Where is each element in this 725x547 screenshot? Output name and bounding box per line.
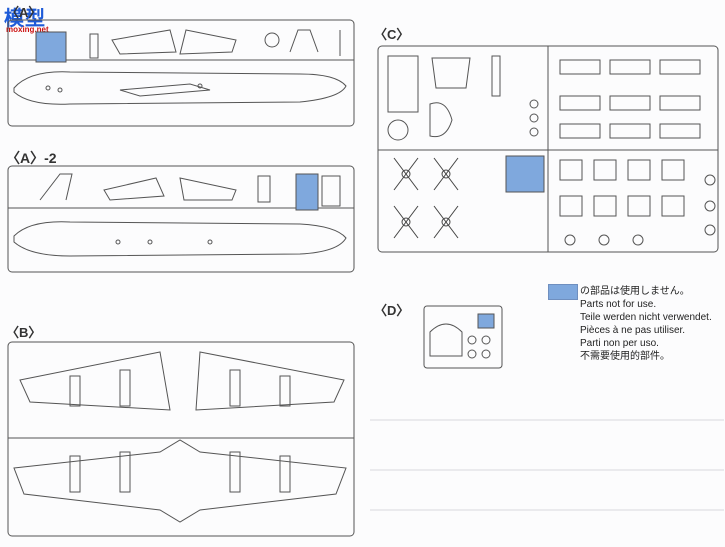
sprue-b-frame bbox=[7, 341, 355, 537]
legend-fr: Pièces à ne pas utiliser. bbox=[580, 325, 686, 336]
fuselage-half-a bbox=[13, 71, 347, 105]
logo-text: 模型 bbox=[4, 6, 46, 30]
legend-en: Parts not for use. bbox=[580, 299, 657, 310]
section-label-a2: 〈A〉-2 bbox=[6, 150, 57, 166]
sprue-d-frame bbox=[423, 305, 503, 369]
sprue-a-frame bbox=[7, 19, 355, 127]
legend-swatch bbox=[548, 284, 578, 300]
legend-de: Teile werden nicht verwendet. bbox=[580, 312, 712, 323]
sprue-a-part-highlight bbox=[35, 31, 67, 63]
sprue-a2-part-highlight bbox=[295, 173, 319, 211]
sprue-a2-frame bbox=[7, 165, 355, 273]
wing-upper-left bbox=[19, 351, 171, 411]
section-label-b: 〈B〉 bbox=[6, 325, 42, 340]
fuselage-half-a2 bbox=[13, 221, 347, 257]
section-label-d: 〈D〉 bbox=[374, 303, 410, 318]
wing-upper-right bbox=[195, 351, 345, 411]
logo-url: moxing.net bbox=[6, 25, 49, 34]
sprue-c-part-highlight bbox=[505, 155, 545, 193]
legend-zh: 不需要使用的部件。 bbox=[580, 351, 670, 362]
section-label-a: 〈A〉 bbox=[6, 5, 42, 20]
legend-jp: の部品は使用しません。 bbox=[580, 286, 690, 297]
sprue-d-part-highlight bbox=[477, 313, 495, 329]
legend-it: Parti non per uso. bbox=[580, 338, 659, 349]
site-logo: 模型 moxing.net bbox=[4, 2, 74, 36]
section-label-c: 〈C〉 bbox=[374, 27, 410, 42]
wing-lower bbox=[13, 439, 347, 523]
legend: の部品は使用しません。 Parts not for use. Teile wer… bbox=[580, 285, 712, 363]
